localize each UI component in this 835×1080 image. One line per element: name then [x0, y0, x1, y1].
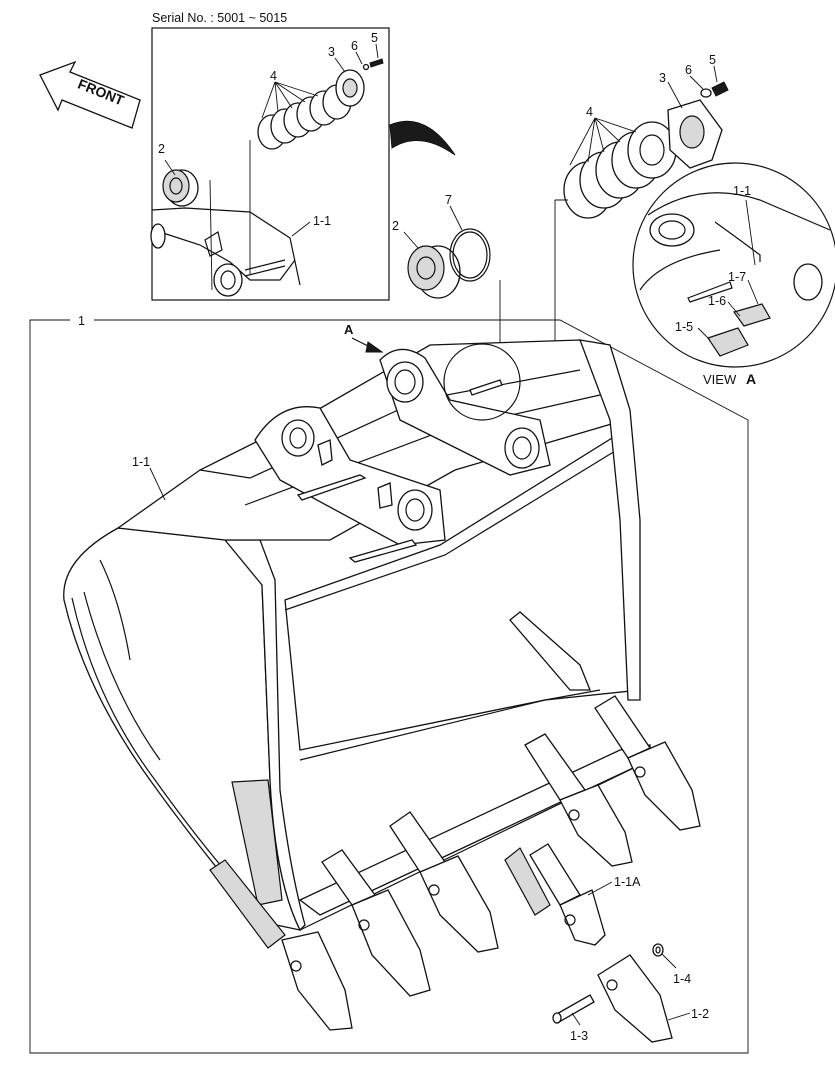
label-1-2: 1-2	[691, 1007, 709, 1021]
inset-label-3: 3	[328, 45, 335, 59]
tooth-point-1-2	[597, 954, 673, 1043]
label-6: 6	[685, 63, 692, 77]
front-arrow: FRONT	[39, 60, 141, 129]
label-5: 5	[709, 53, 716, 67]
view-label-1-6: 1-6	[708, 294, 726, 308]
inset-label-6: 6	[351, 39, 358, 53]
inset-frame	[151, 27, 390, 301]
view-a-circle	[632, 162, 835, 368]
teeth-row: 1-1A 1-4 1-2 1-3	[209, 695, 709, 1043]
inset-detail: Serial No. : 5001 ~ 5015	[150, 11, 390, 301]
inset-washer	[362, 63, 370, 71]
inset-label-1-1: 1-1	[313, 214, 331, 228]
inset-bushing	[162, 169, 199, 207]
label-2: 2	[392, 219, 399, 233]
inset-label-5: 5	[371, 31, 378, 45]
view-a-arrow: A	[344, 322, 384, 353]
view-a-source-circle	[443, 343, 521, 421]
tooth-5	[524, 733, 633, 867]
tooth-4	[504, 843, 606, 946]
view-a-part-1-6	[733, 303, 771, 327]
bucket-body: 1-1	[63, 339, 651, 932]
label-1-1: 1-1	[132, 455, 150, 469]
view-label-1-5: 1-5	[675, 320, 693, 334]
label-4: 4	[586, 105, 593, 119]
inset-label-2: 2	[158, 142, 165, 156]
lock-ring-1-4	[652, 943, 664, 957]
tooth-6	[594, 695, 701, 831]
main-outline	[29, 319, 749, 1054]
label-7: 7	[445, 193, 452, 207]
label-1-4: 1-4	[673, 972, 691, 986]
view-a-detail: 1-1 1-7 1-6 1-5 VIEW A	[632, 162, 835, 387]
pin-1-3	[552, 994, 595, 1024]
inset-shims	[257, 84, 352, 150]
view-a-prefix: VIEW	[703, 372, 737, 387]
inset-boss	[213, 263, 243, 297]
inset-boss-left	[150, 223, 166, 249]
arrow-a-label: A	[344, 322, 354, 337]
bushing	[407, 245, 461, 299]
view-a-boss	[649, 213, 695, 247]
view-a-letter: A	[746, 371, 756, 387]
view-label-1-7: 1-7	[728, 270, 746, 284]
o-ring	[449, 228, 491, 282]
inset-plate	[335, 69, 365, 107]
washer	[700, 88, 712, 98]
view-label-1-1: 1-1	[733, 184, 751, 198]
inset-label-4: 4	[270, 69, 277, 83]
tooth-3	[389, 811, 499, 953]
rotation-arrow-icon	[389, 120, 456, 156]
inset-bolt	[369, 58, 384, 68]
label-1-1a: 1-1A	[614, 875, 641, 889]
center-rib	[509, 611, 591, 691]
view-a-part-1-5	[707, 327, 749, 357]
exploded-parts-right: 4 3 6 5 2 7	[392, 53, 729, 460]
serial-number: Serial No. : 5001 ~ 5015	[152, 11, 287, 25]
label-1-3: 1-3	[570, 1029, 588, 1043]
label-3: 3	[659, 71, 666, 85]
bolt	[711, 81, 729, 97]
right-side-plate	[578, 339, 641, 701]
tooth-2	[321, 849, 431, 997]
left-side-wear-plate	[231, 779, 283, 906]
tooth-1	[209, 859, 353, 1031]
label-1: 1	[78, 314, 85, 328]
